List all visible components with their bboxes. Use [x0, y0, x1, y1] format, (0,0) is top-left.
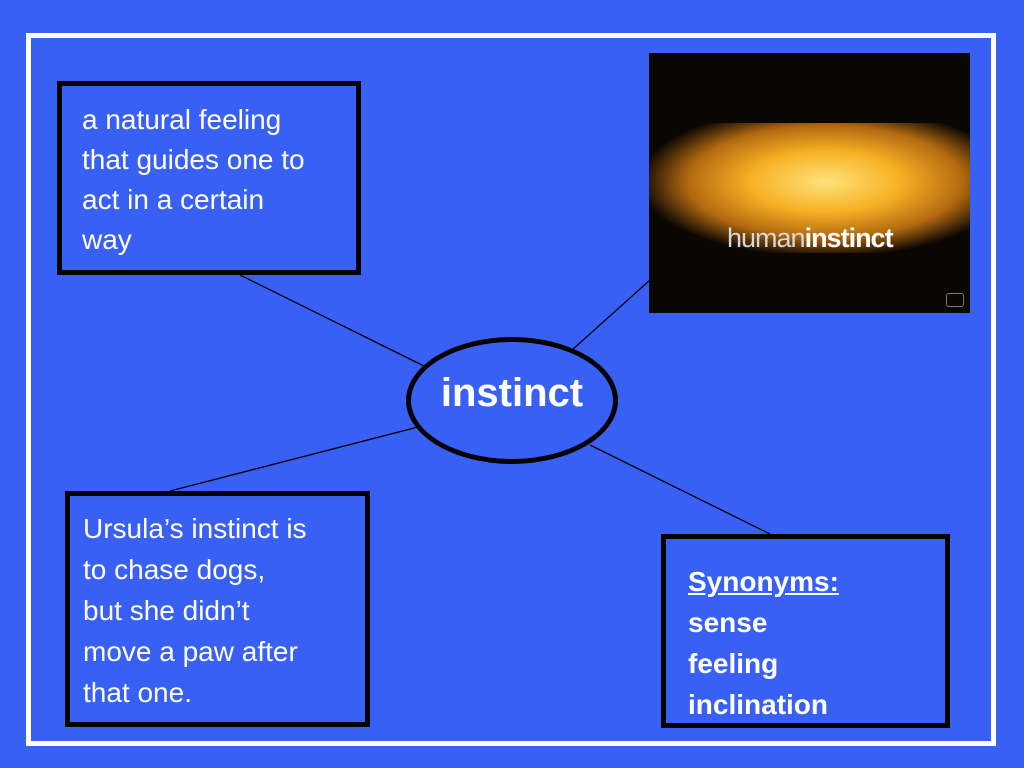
example-line: but she didn’t: [83, 595, 250, 626]
definition-line: that guides one to: [82, 144, 305, 175]
connector-synonyms: [589, 444, 771, 535]
example-box: Ursula’s instinct is to chase dogs, but …: [65, 491, 370, 727]
image-caption-part2: instinct: [804, 223, 894, 253]
connector-example: [169, 426, 419, 492]
synonyms-box: Synonyms: sense feeling inclination: [661, 534, 950, 728]
image-caption: humaninstinct: [727, 223, 894, 254]
synonym-item: feeling: [688, 648, 779, 679]
slide-frame: [26, 33, 996, 746]
synonyms-heading: Synonyms:: [688, 566, 839, 597]
definition-line: act in a certain: [82, 184, 265, 215]
image-badge-icon: [946, 293, 964, 307]
example-line: to chase dogs,: [83, 554, 266, 585]
center-ellipse: instinct: [406, 337, 618, 464]
center-word: instinct: [440, 371, 584, 415]
example-line: move a paw after: [83, 636, 298, 667]
definition-box: a natural feeling that guides one to act…: [57, 81, 361, 275]
example-line: that one.: [83, 677, 192, 708]
human-instinct-image: humaninstinct: [649, 53, 970, 313]
connector-image: [571, 279, 651, 351]
example-line: Ursula’s instinct is: [83, 513, 307, 544]
synonym-item: inclination: [688, 689, 828, 720]
definition-line: way: [82, 224, 132, 255]
connector-definition: [239, 274, 429, 369]
definition-line: a natural feeling: [82, 104, 282, 135]
image-caption-part1: human: [727, 223, 806, 253]
hands-image-glow: [649, 123, 970, 253]
synonym-item: sense: [688, 607, 768, 638]
